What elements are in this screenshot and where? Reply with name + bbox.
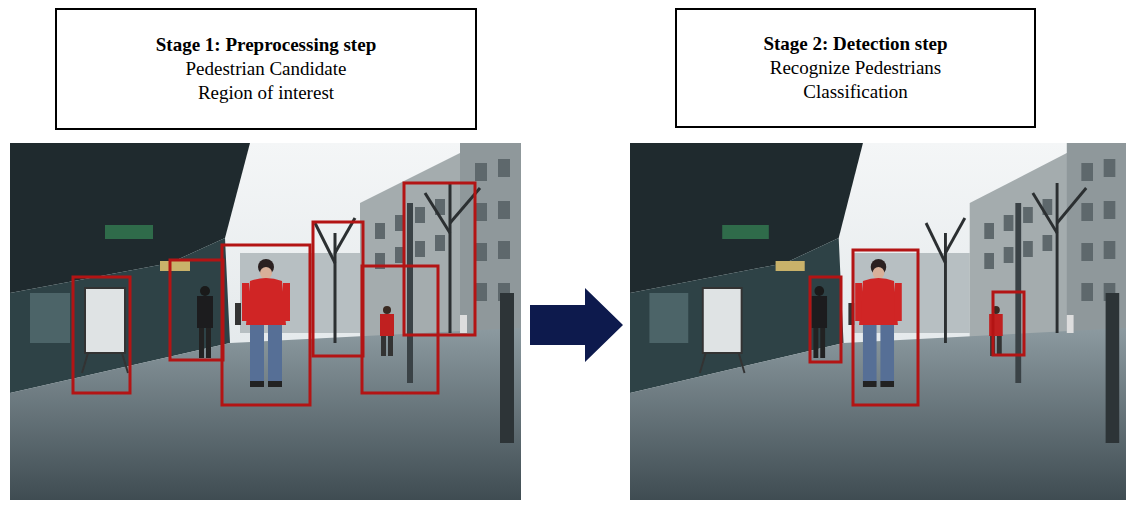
stage-text: Region of interest [65,81,467,105]
stage-text: Classification [685,80,1026,104]
stage-text: Pedestrian Candidate [65,57,467,81]
stage-heading: Stage 2: Detection step [685,32,1026,56]
stage-heading: Stage 1: Preprocessing step [65,33,467,57]
stage-box: Stage 1: Preprocessing stepPedestrian Ca… [55,8,477,130]
stage-box: Stage 2: Detection stepRecognize Pedestr… [675,8,1036,128]
stage-text: Recognize Pedestrians [685,56,1026,80]
